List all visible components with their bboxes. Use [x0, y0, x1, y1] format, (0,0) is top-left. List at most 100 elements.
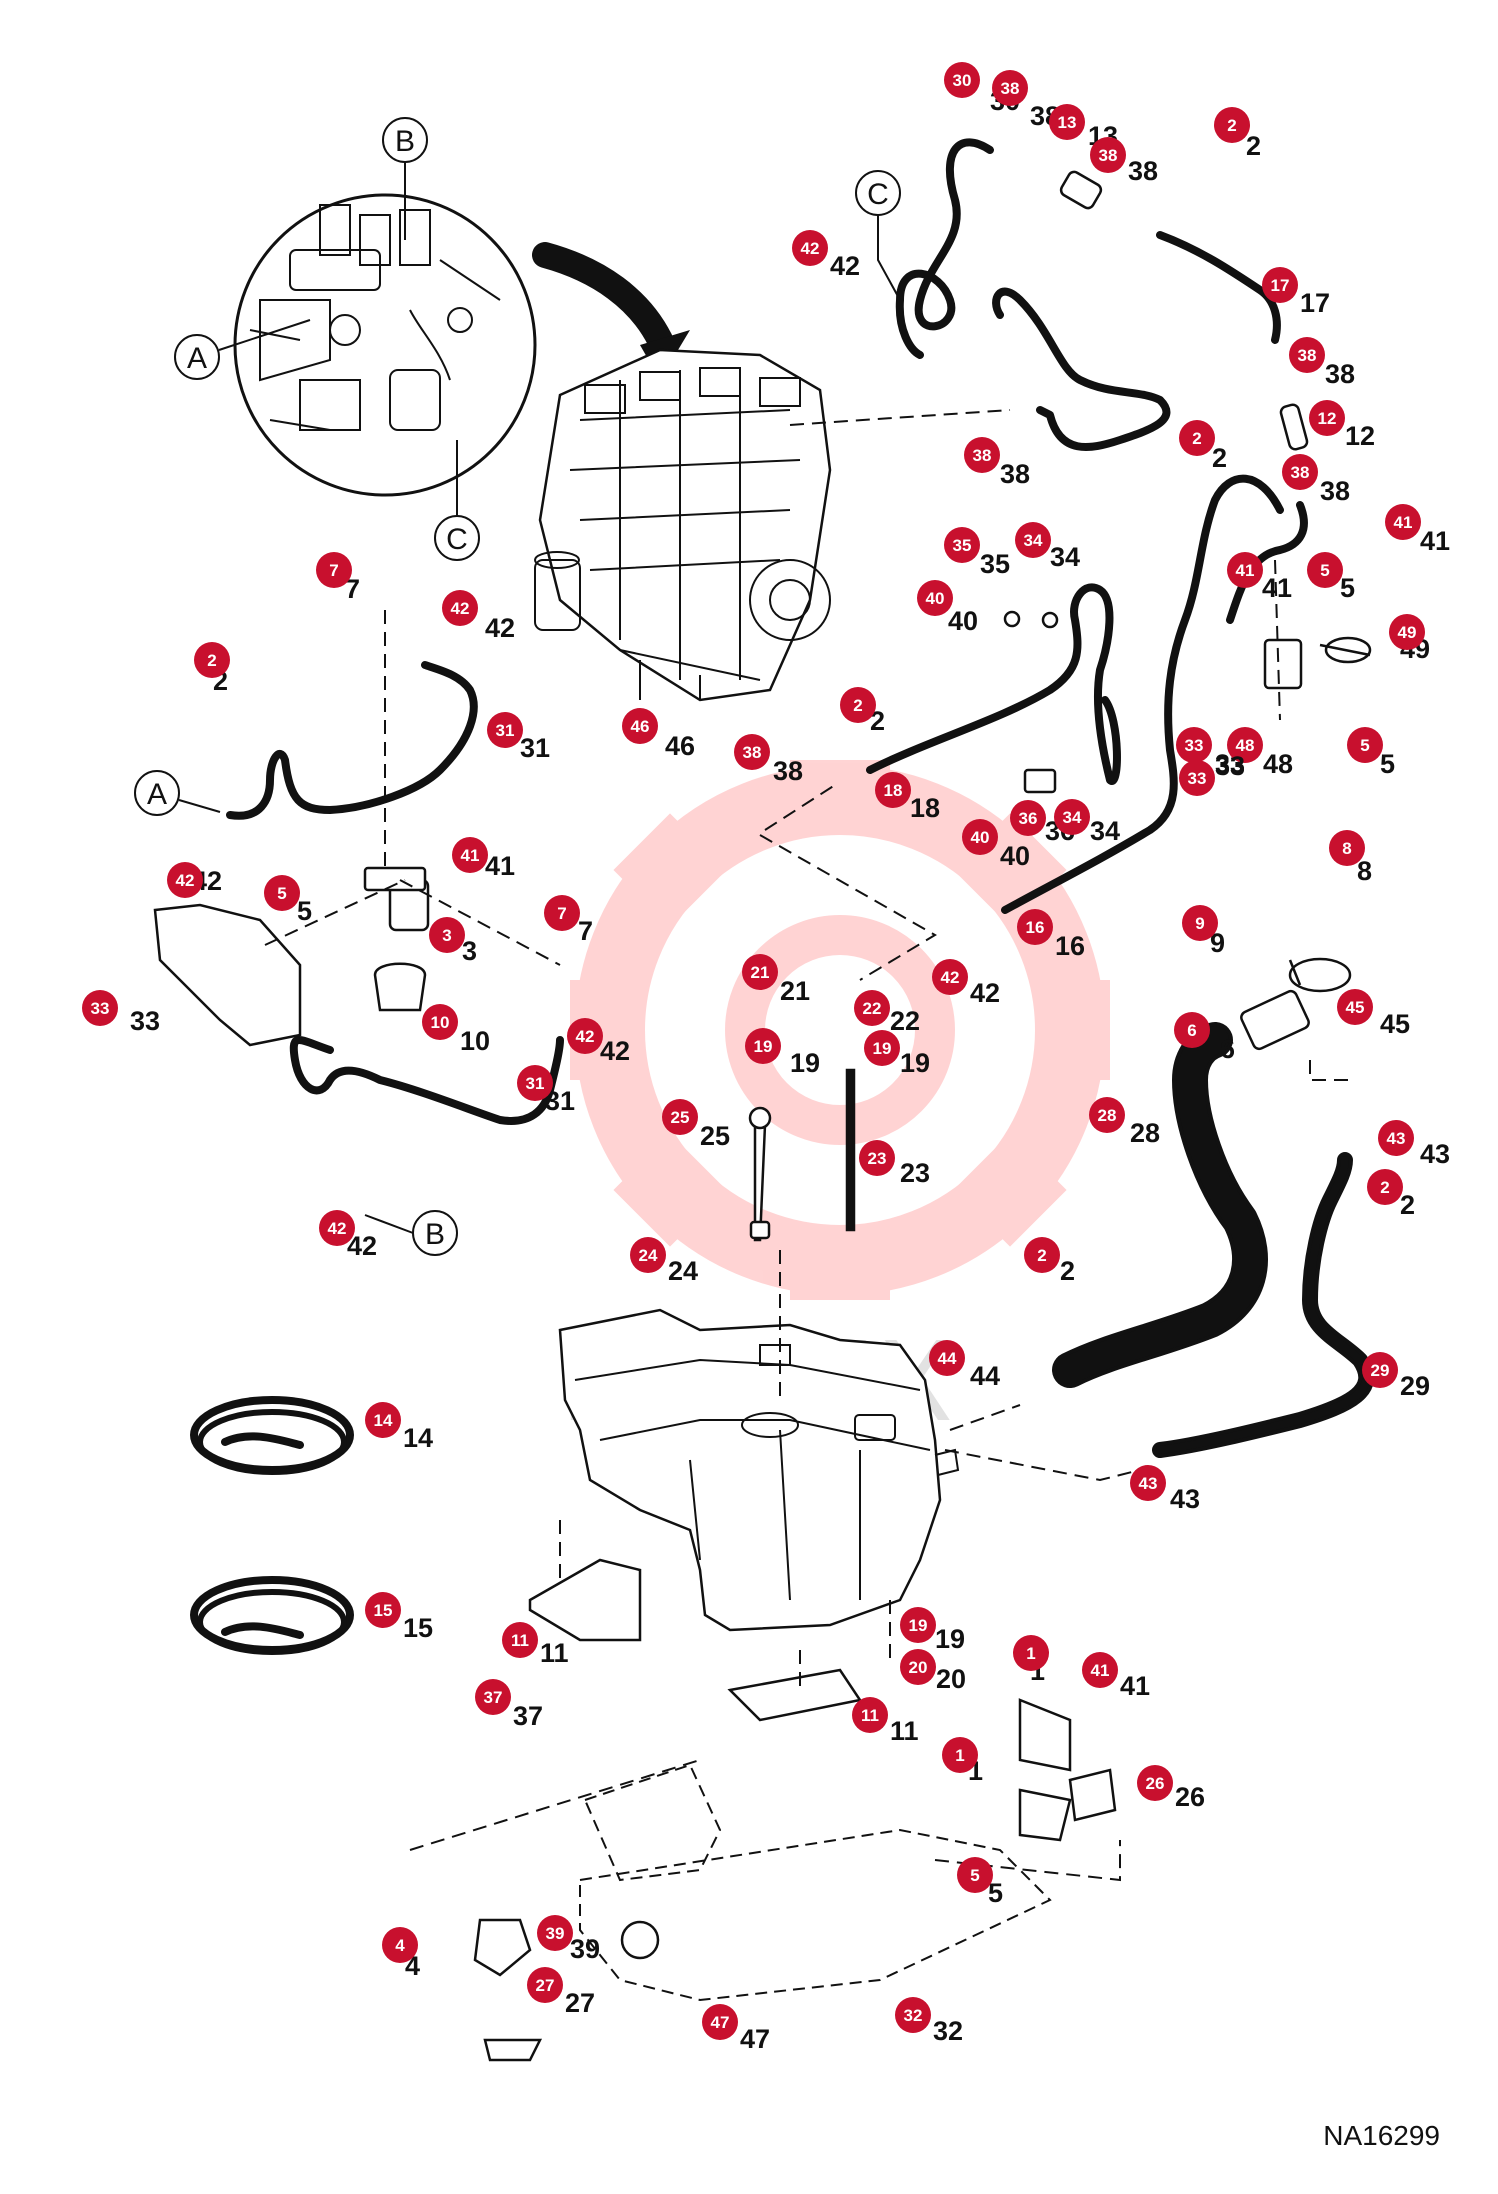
callout-ref-label: 41	[1420, 526, 1450, 556]
callout-ref-label: 2	[1060, 1256, 1075, 1286]
callout-ref-label: 27	[565, 1988, 595, 2018]
callout-badge	[745, 1028, 781, 1064]
callout-badge	[734, 734, 770, 770]
callout-badge-number: 20	[909, 1658, 928, 1677]
tank-mount-plates	[153, 903, 1117, 2062]
callout-badge-number: 40	[971, 828, 990, 847]
callout-badge-number: 35	[953, 536, 972, 555]
callout-badge	[365, 1402, 401, 1438]
callout-ref-label: 22	[890, 1006, 920, 1036]
callout-ref-label: 21	[780, 976, 810, 1006]
callout-badge	[1378, 1120, 1414, 1156]
callout-badge	[1090, 137, 1126, 173]
callout-badge-number: 33	[91, 999, 110, 1018]
callout-2: 22	[1214, 107, 1261, 161]
callout-badge-number: 40	[926, 589, 945, 608]
callout-badge-number: 25	[671, 1108, 690, 1127]
figure-code: NA16299	[1323, 2120, 1440, 2151]
callout-badge	[792, 230, 828, 266]
callout-badge-number: 38	[973, 446, 992, 465]
callout-ref-label: 47	[740, 2024, 770, 2054]
callout-badge	[622, 708, 658, 744]
callout-badge	[964, 437, 1000, 473]
detail-letter-markers: B A C C A B	[134, 117, 901, 1256]
callout-2: 22	[1367, 1169, 1415, 1220]
callout-badge-number: 15	[374, 1601, 393, 1620]
callout-badge	[1179, 420, 1215, 456]
callout-badge	[1130, 1465, 1166, 1501]
detail-marker-c-right: C	[855, 170, 901, 301]
callout-2: 22	[1024, 1237, 1075, 1286]
callout-ref-label: 8	[1357, 856, 1372, 886]
callout-badge-number: 28	[1098, 1106, 1117, 1125]
callout-3: 33	[429, 917, 477, 966]
callout-badge	[1089, 1097, 1125, 1133]
callout-badge	[702, 2004, 738, 2040]
callout-5: 55	[264, 875, 312, 926]
callout-ref-label: 44	[970, 1361, 1000, 1391]
callout-badge	[859, 1140, 895, 1176]
callout-ref-label: 16	[1055, 931, 1085, 961]
callout-ref-label: 9	[1210, 928, 1225, 958]
callout-badge-number: 2	[1380, 1178, 1389, 1197]
callout-badge-number: 47	[711, 2013, 730, 2032]
callout-badge-number: 18	[884, 781, 903, 800]
svg-text:B: B	[395, 125, 415, 158]
callout-badge	[1227, 552, 1263, 588]
callout-badge	[1262, 267, 1298, 303]
callout-badge-number: 11	[511, 1631, 529, 1650]
callout-ref-label: 17	[1300, 288, 1330, 318]
callout-badge	[429, 917, 465, 953]
callout-30: 3030	[944, 62, 1020, 116]
callout-badge	[900, 1607, 936, 1643]
callout-badge-number: 38	[1298, 346, 1317, 365]
callout-badge-number: 32	[904, 2006, 923, 2025]
callout-ref-label: 38	[1325, 359, 1355, 389]
callout-badge	[854, 990, 890, 1026]
callout-ref-label: 24	[668, 1256, 698, 1286]
callout-38: 38 38	[1289, 337, 1355, 389]
callout-5: 55	[1307, 552, 1355, 603]
callout-badge	[319, 1210, 355, 1246]
callout-ref-label: 39	[570, 1934, 600, 1964]
callout-badge	[442, 590, 478, 626]
callout-badge-number: 7	[329, 561, 338, 580]
callout-badge-number: 42	[328, 1219, 347, 1238]
callout-badge-number: 5	[1320, 561, 1329, 580]
callout-badge-number: 43	[1139, 1474, 1158, 1493]
callout-ref-label: 41	[1120, 1671, 1150, 1701]
callout-ref-label: 19	[935, 1624, 965, 1654]
callout-badge	[452, 837, 488, 873]
callout-badge	[1309, 400, 1345, 436]
callout-badge	[1307, 552, 1343, 588]
callout-badge-number: 17	[1271, 276, 1290, 295]
callout-ref-label: 23	[900, 1158, 930, 1188]
callout-47: 47 47	[702, 2004, 770, 2054]
callout-badge	[895, 1997, 931, 2033]
part-callouts: 3030383813133838224242171738381212223838…	[82, 62, 1450, 2054]
callout-5: 55	[957, 1857, 1003, 1908]
svg-text:A: A	[147, 778, 167, 811]
callout-badge	[1182, 905, 1218, 941]
callout-badge-number: 48	[1236, 736, 1255, 755]
callout-ref-label: 38	[773, 756, 803, 786]
